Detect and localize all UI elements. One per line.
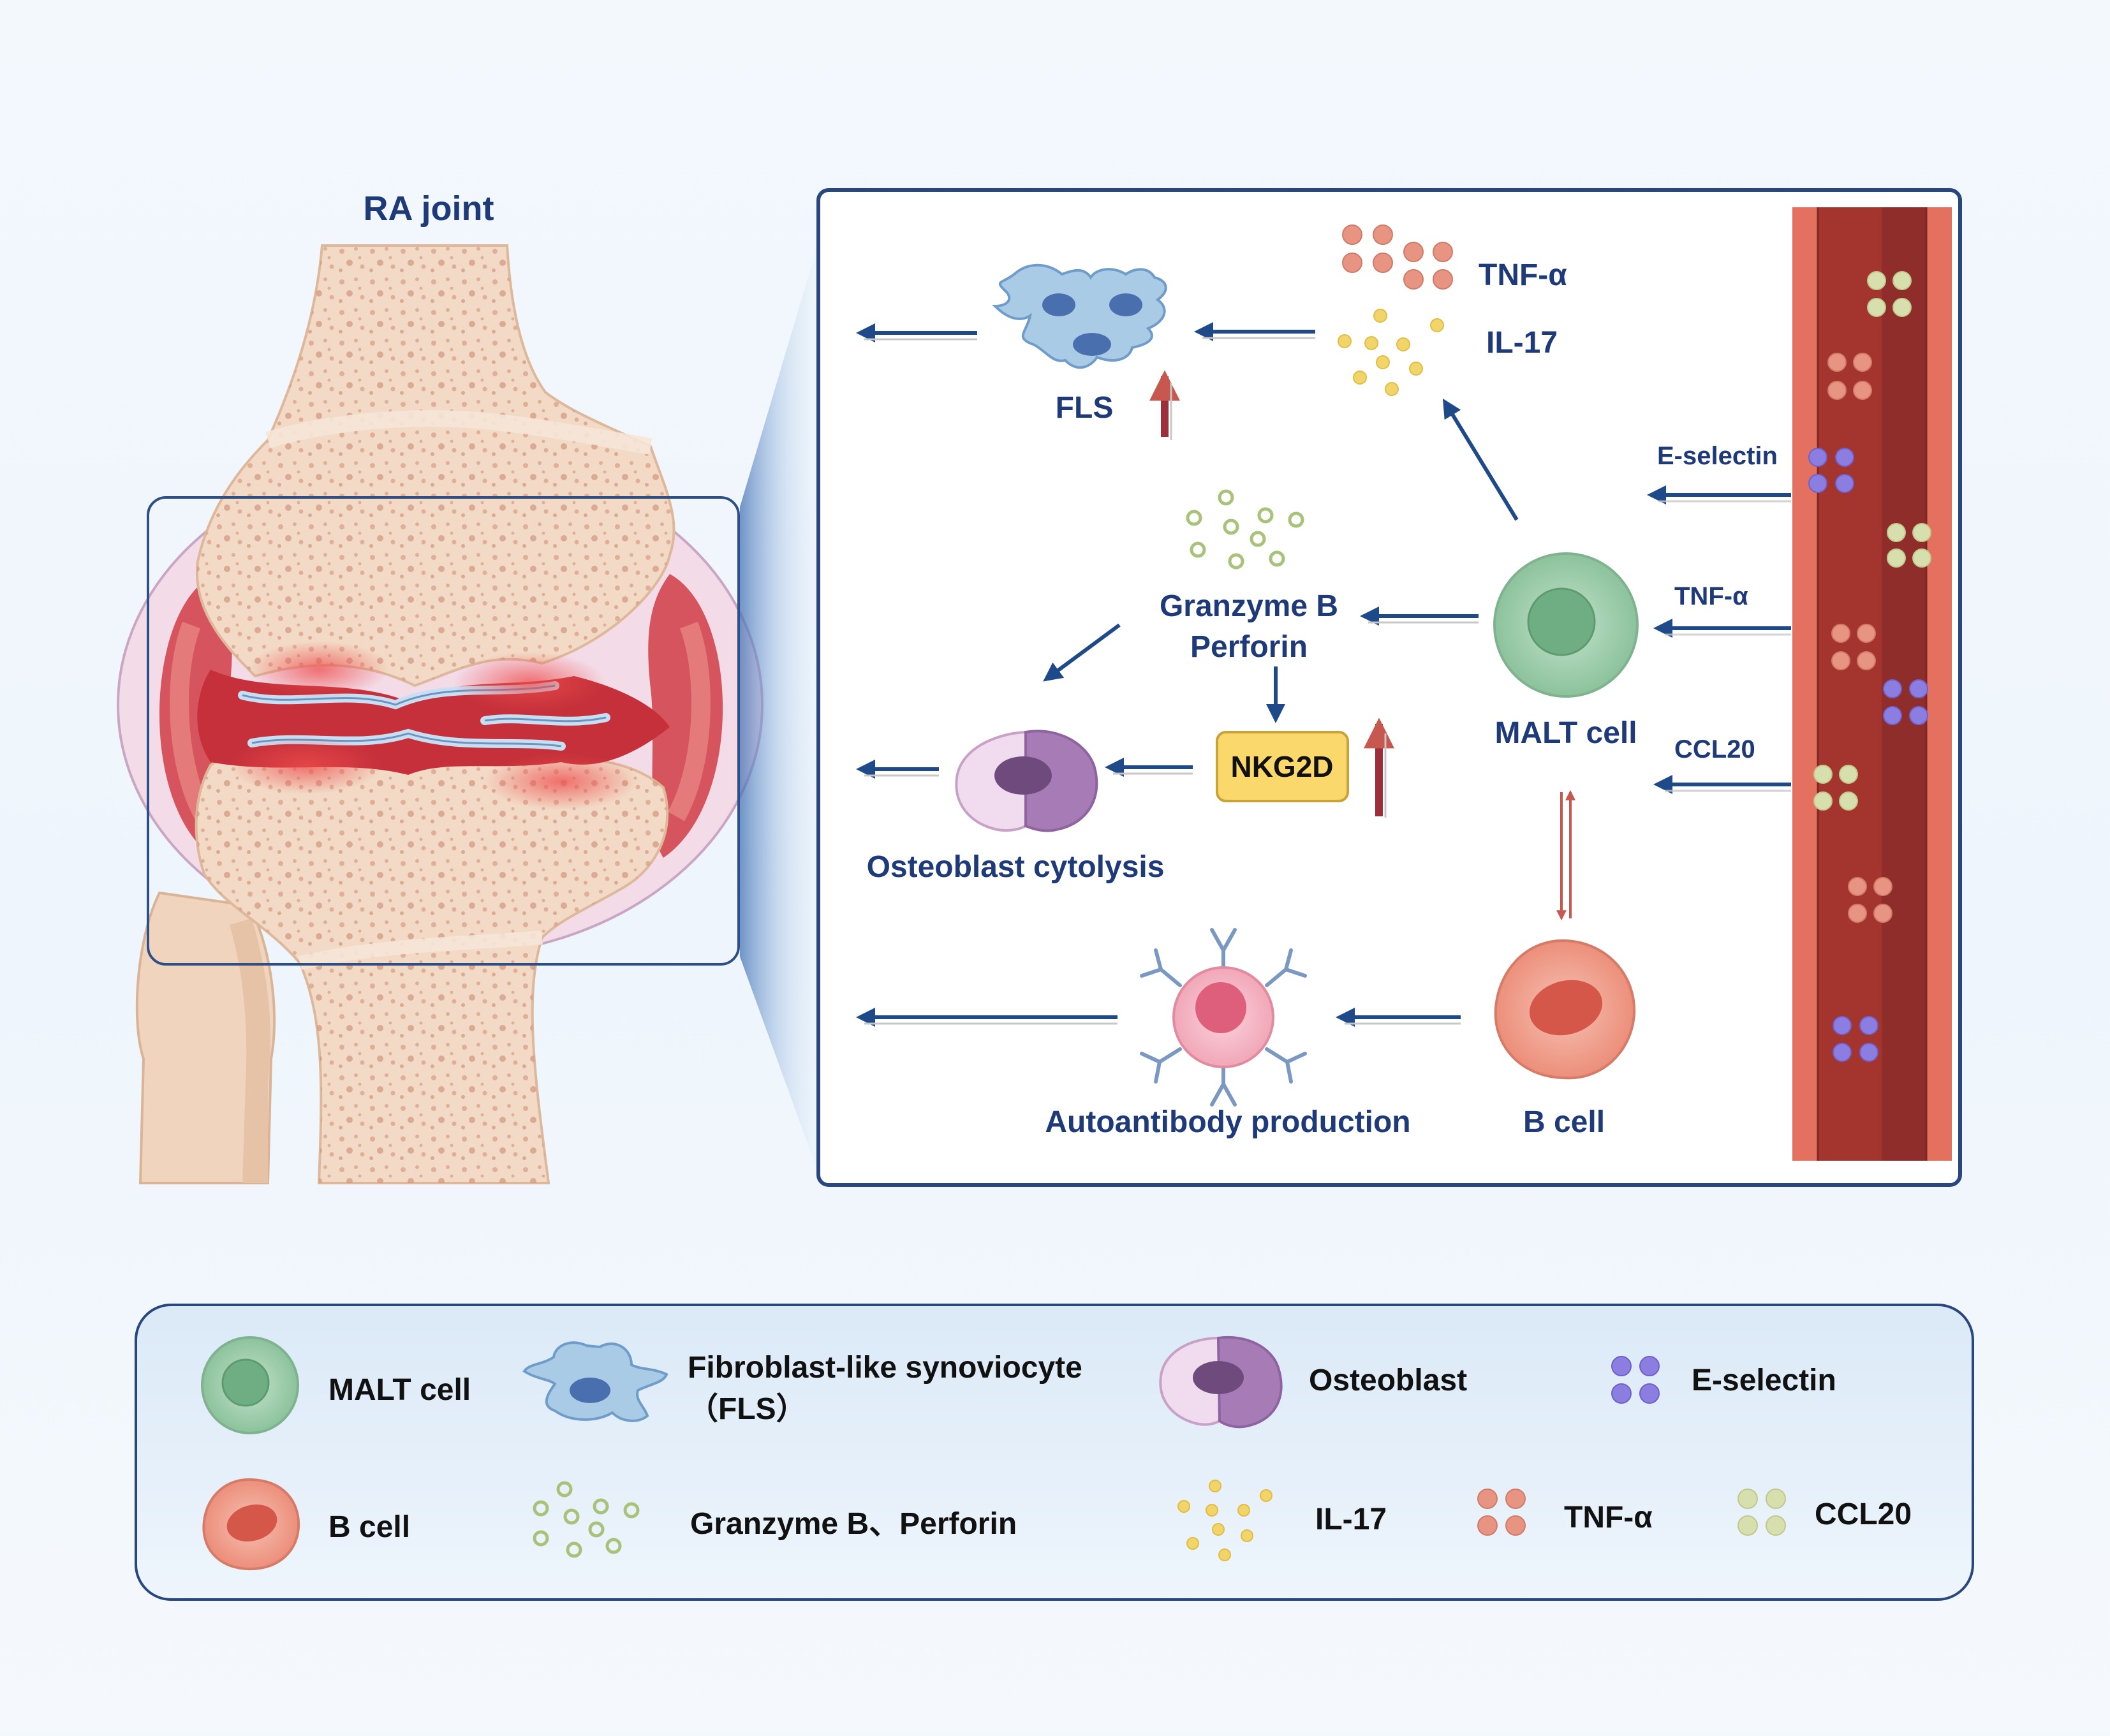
b-cell-label: B cell xyxy=(1523,1105,1605,1139)
legend-ccl20-icon xyxy=(1737,1489,1786,1536)
legend-box xyxy=(135,1304,1974,1601)
plasma-cell-with-antibodies xyxy=(1140,928,1307,1107)
vessel-label-tnf: TNF-α xyxy=(1674,582,1748,610)
legend-b-cell-icon xyxy=(202,1478,300,1571)
tnf-alpha-label: TNF-α xyxy=(1479,258,1567,292)
malt-cell xyxy=(1493,552,1639,698)
malt-cell-label: MALT cell xyxy=(1494,716,1637,750)
legend-fls-line1: Fibroblast-like synoviocyte xyxy=(688,1351,1082,1385)
vessel-label-ccl20: CCL20 xyxy=(1674,735,1755,763)
legend-il17: IL-17 xyxy=(1315,1503,1387,1536)
osteoblast-cytolysis-label: Osteoblast cytolysis xyxy=(867,850,1165,884)
vessel-ccl20-cluster xyxy=(1813,271,1931,811)
il17-label: IL-17 xyxy=(1486,326,1558,360)
legend-e-selectin: E-selectin xyxy=(1692,1364,1836,1397)
joint-zoom-box xyxy=(147,496,740,966)
legend-osteoblast: Osteoblast xyxy=(1309,1364,1467,1397)
legend-ccl20: CCL20 xyxy=(1815,1497,1912,1531)
granzyme-label-line1: Granzyme B xyxy=(1160,589,1338,623)
zoom-projection xyxy=(740,242,818,1173)
fls-label: FLS xyxy=(1056,391,1114,425)
vessel-tnf-cluster xyxy=(1827,353,1892,923)
legend-granzyme-perforin: Granzyme B、Perforin xyxy=(690,1507,1017,1541)
nkg2d-box xyxy=(1216,731,1349,802)
legend-e-selectin-icon xyxy=(1611,1356,1660,1404)
nkg2d-label: NKG2D xyxy=(1230,750,1333,783)
osteoblast-cell xyxy=(955,730,1098,832)
b-cell xyxy=(1494,939,1636,1080)
arrow-granzyme-to-osteoblast xyxy=(1043,623,1121,682)
fls-cell xyxy=(992,263,1167,369)
legend-fls-icon xyxy=(522,1341,668,1422)
granzyme-perforin-particles xyxy=(1186,489,1304,570)
arrow-malt-to-cytokines xyxy=(1442,398,1519,521)
granzyme-label-line2: Perforin xyxy=(1190,630,1308,664)
legend-fls-line2: （FLS） xyxy=(688,1392,807,1426)
legend-tnf-icon xyxy=(1477,1489,1526,1536)
legend-osteoblast-icon xyxy=(1159,1335,1283,1429)
legend-malt-cell: MALT cell xyxy=(328,1373,471,1407)
vessel-e-selectin-cluster xyxy=(1808,448,1928,1062)
mechanism-panel xyxy=(816,188,1962,1187)
legend-granzyme-perforin-icon xyxy=(533,1481,640,1558)
il17-particles xyxy=(1338,309,1444,396)
joint-title: RA joint xyxy=(364,189,494,228)
legend-tnf: TNF-α xyxy=(1564,1501,1653,1534)
legend-b-cell: B cell xyxy=(328,1510,410,1544)
tnf-alpha-particles xyxy=(1342,224,1453,290)
legend-il17-icon xyxy=(1177,1480,1273,1561)
vessel-label-e-selectin: E-selectin xyxy=(1657,442,1778,470)
autoantibody-label: Autoantibody production xyxy=(1045,1105,1410,1139)
legend-malt-cell-icon xyxy=(201,1336,299,1434)
